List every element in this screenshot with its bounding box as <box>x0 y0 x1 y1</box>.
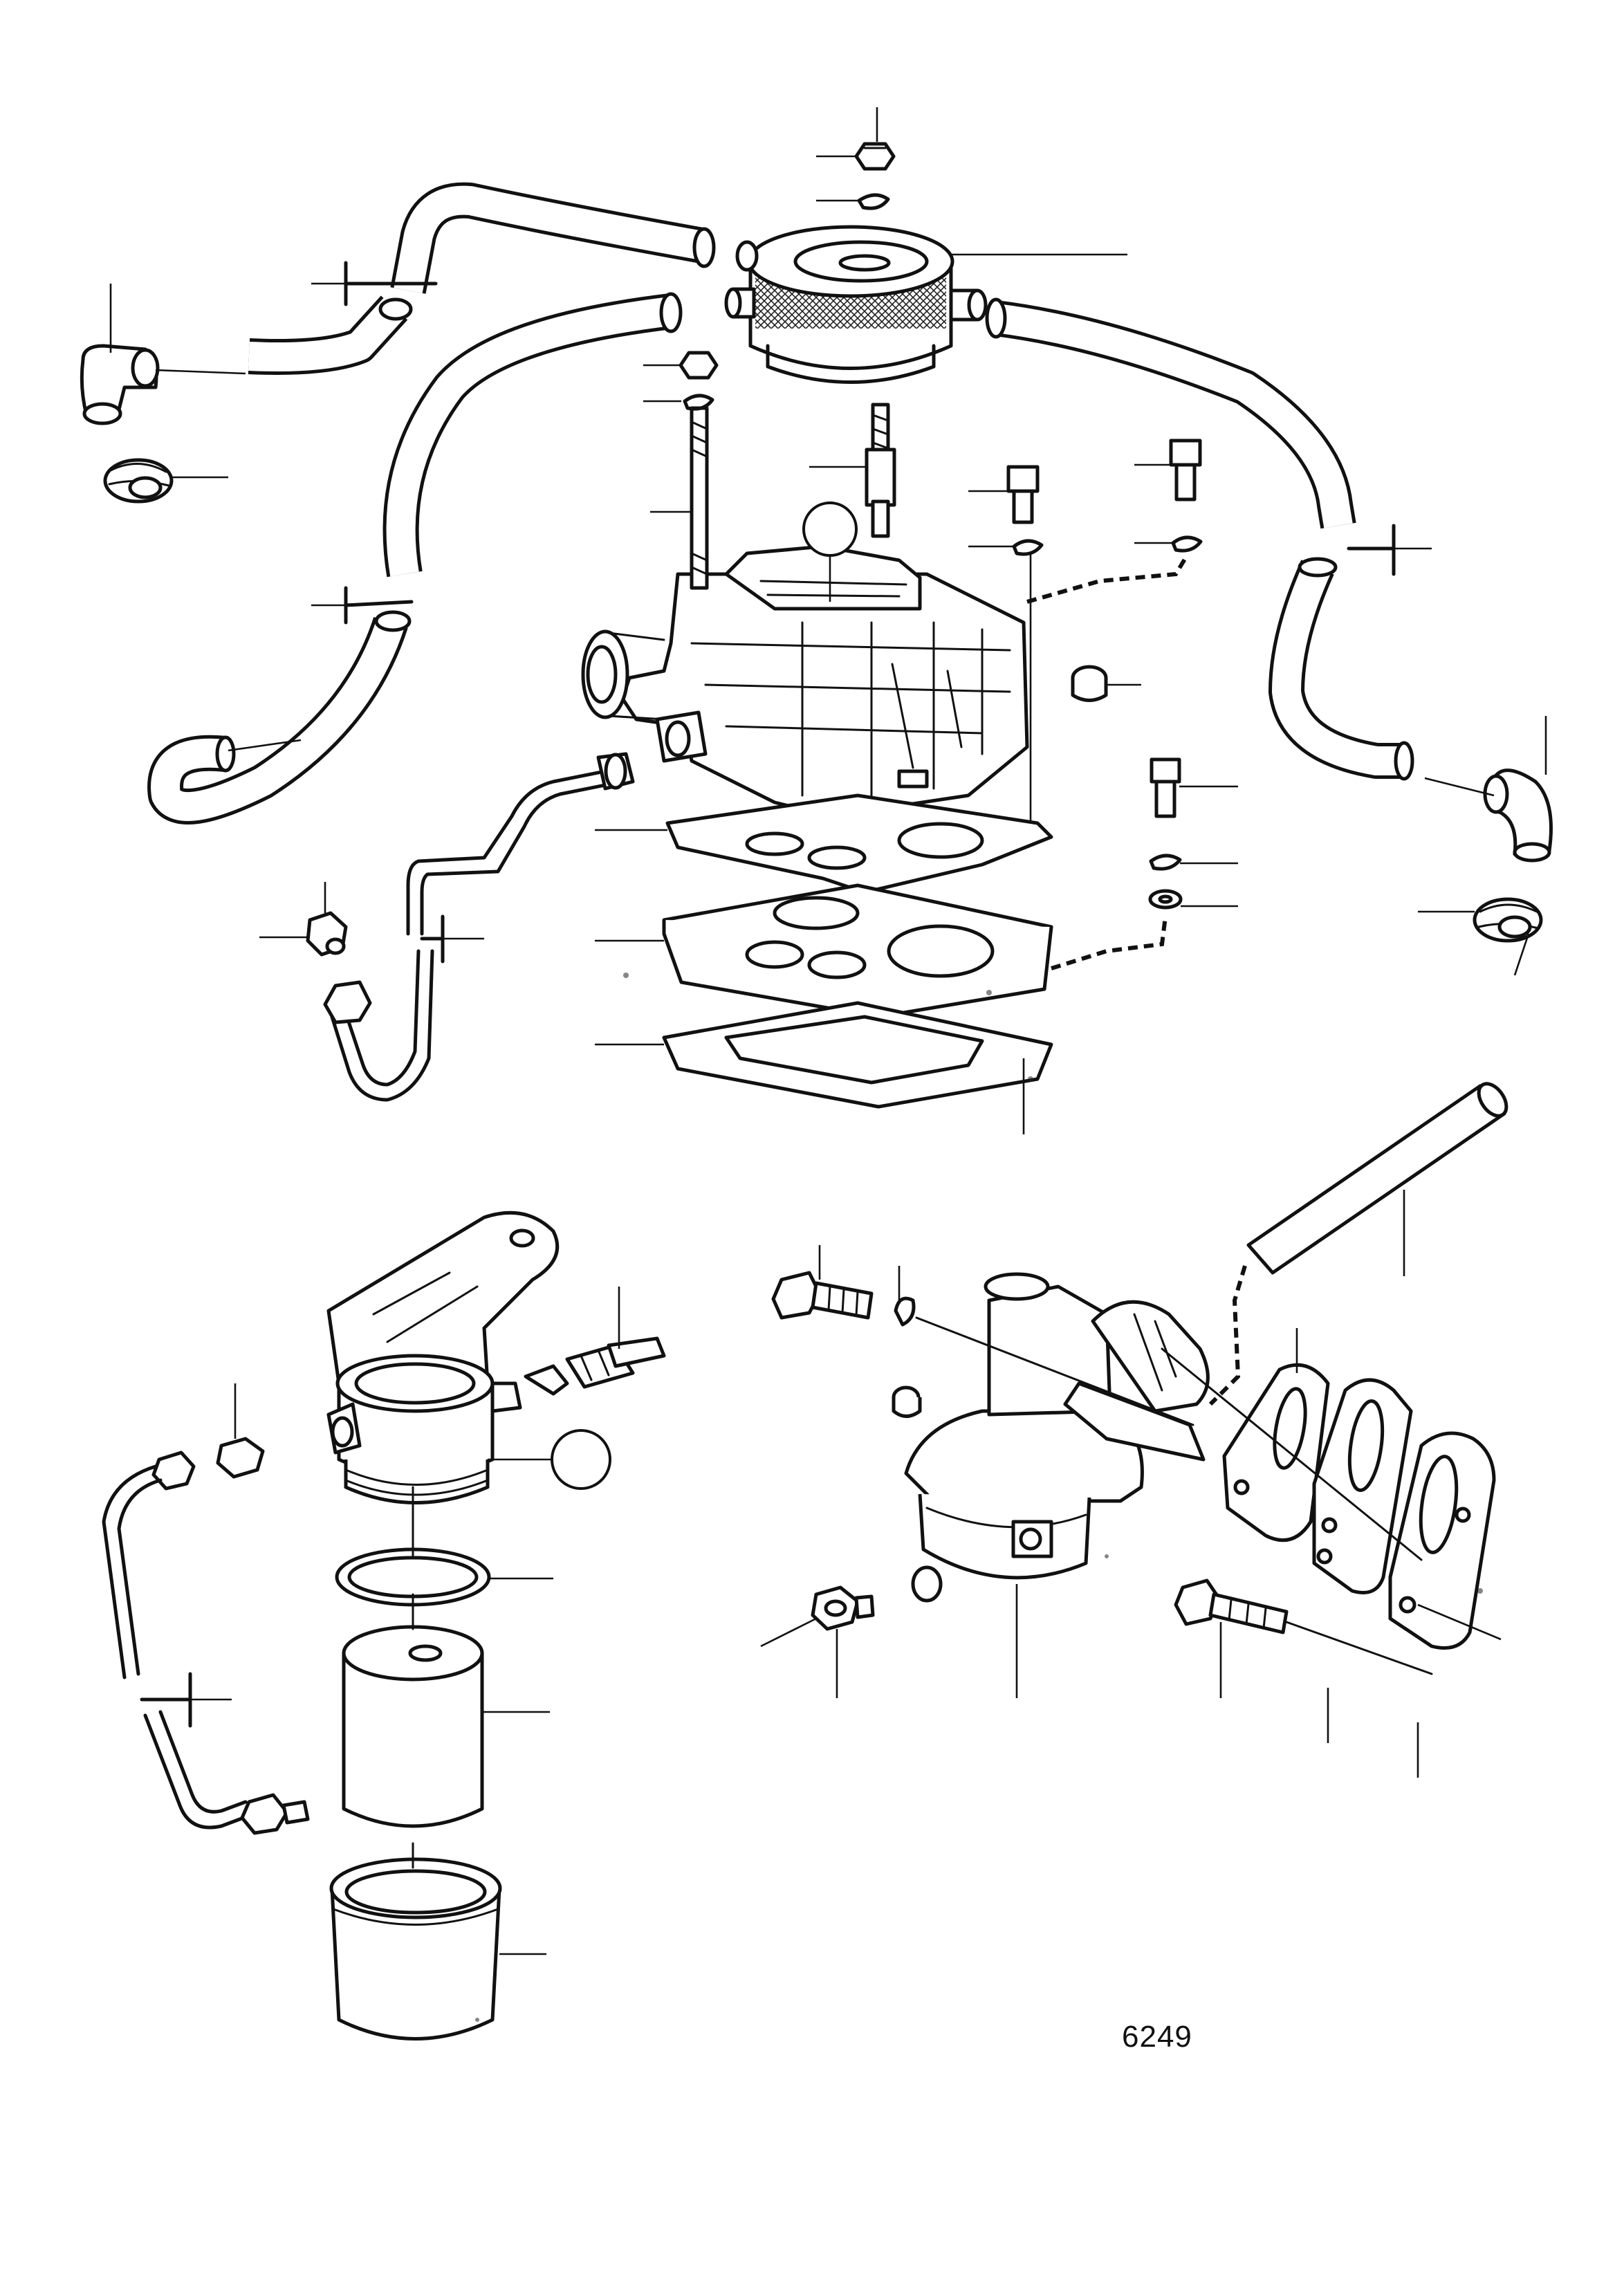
air-cleaner-nipple-upper <box>735 240 759 272</box>
breather-hose-right <box>985 297 1356 529</box>
filter-head-inlet <box>326 1402 362 1455</box>
pipe-nut-left <box>306 911 348 957</box>
bolt-upper-1 <box>1006 465 1040 524</box>
breather-hose-upper-left <box>390 182 716 294</box>
filter-head-outlet <box>490 1381 522 1413</box>
air-cleaner <box>747 225 954 384</box>
carb-spacer-plate <box>662 883 1053 1019</box>
pump-push-rod <box>1246 1082 1508 1275</box>
fuel-pipe-carb <box>330 766 625 1102</box>
pipe-union-carb <box>596 752 635 791</box>
pump-nut-bottom <box>811 1585 875 1631</box>
flat-washer <box>1148 889 1183 910</box>
hose-elbow-right <box>1483 768 1553 863</box>
air-cleaner-nipple-left <box>724 287 756 319</box>
pump-spacer-plate <box>1312 1378 1413 1594</box>
pump-lever-arm <box>1063 1381 1206 1462</box>
breather-hose-right-lower <box>1268 557 1414 781</box>
lock-washer-1 <box>1012 539 1044 556</box>
pump-gasket-1 <box>1222 1363 1330 1542</box>
vacuum-hose-long-left <box>382 292 683 578</box>
carburettor <box>581 544 1029 818</box>
vacuum-hose-lower-left <box>147 610 412 825</box>
air-cleaner-washer <box>857 193 890 210</box>
bolt-lower <box>1150 757 1181 818</box>
filter-bracket <box>326 1210 560 1385</box>
carb-gasket-lower <box>662 1001 1053 1109</box>
shading <box>475 973 1483 2022</box>
carb-gasket-upper <box>665 793 1053 894</box>
carb-stud-left-washer <box>683 394 714 411</box>
pump-bolt-bottom <box>1174 1578 1289 1634</box>
figure-number: 6249 <box>1122 2020 1192 2054</box>
filter-bowl <box>329 1857 502 2041</box>
carb-stud-left <box>690 406 709 590</box>
hose-elbow-left <box>80 344 160 425</box>
filter-union-nut-lower <box>240 1793 310 1835</box>
lock-washer-2 <box>1171 535 1203 553</box>
bolt-upper-2 <box>1169 439 1202 501</box>
pump-bolt-top <box>771 1271 874 1320</box>
filter-callout-circle <box>551 1429 611 1490</box>
pipe-nut-left-lower <box>323 980 372 1024</box>
pump-stub <box>892 1385 922 1418</box>
hose-grommet-left <box>103 458 174 504</box>
hose-nipple-filter <box>524 1336 666 1396</box>
pump-gasket-2 <box>1388 1431 1496 1650</box>
filter-nut <box>216 1437 265 1479</box>
air-cleaner-stud <box>865 403 896 538</box>
air-cleaner-nut <box>854 142 896 171</box>
pump-outlet-port <box>911 1565 943 1603</box>
fuel-pipe-filter <box>102 1464 251 1830</box>
filter-seal-ring <box>335 1547 491 1607</box>
carb-stud-left-nut <box>679 351 719 380</box>
lock-washer-3 <box>1149 854 1182 871</box>
filter-cartridge <box>342 1625 484 1828</box>
breather-hose-short-left <box>248 295 413 375</box>
filter-union-nut <box>151 1450 196 1491</box>
filter-head <box>335 1354 495 1504</box>
hose-grommet-right <box>1473 897 1543 943</box>
carb-plug <box>1071 665 1108 702</box>
carburettor-callout-circle <box>802 501 858 557</box>
air-cleaner-nipple-right <box>949 288 988 322</box>
